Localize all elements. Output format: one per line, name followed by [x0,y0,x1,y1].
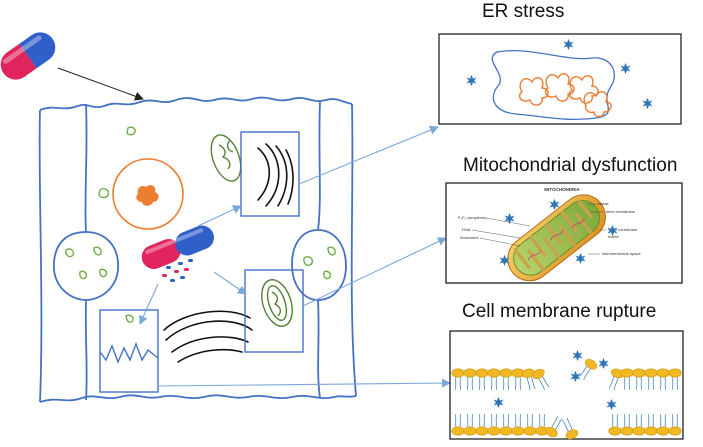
label-outer-membrane: outer membrane [608,227,638,232]
mito-zoom-box [244,269,304,353]
drug-capsule-inner [141,225,214,282]
mitochondrion-zoom [261,279,293,327]
label-cristae: cristae [597,201,610,206]
er-curves-cell [257,143,294,207]
drug-arrows [139,205,247,325]
er-stress-panel [438,33,682,125]
er-lumen [491,50,615,120]
label-inner-membrane: inner membrane [606,209,636,214]
ruptured-membrane-edge [99,342,159,364]
membrane-zoom-box [99,309,159,393]
membrane-title: Cell membrane rupture [462,301,657,322]
mito-title: Mitochondrial dysfunction [463,155,678,176]
membrane-panel [449,330,684,440]
er-curves-lower [163,310,253,363]
drug-particle-icon [162,258,193,282]
capsule-icon [0,32,56,80]
cell-outline [38,96,357,403]
label-matrix: matrix [608,234,619,239]
er-zoom-box [240,131,300,217]
vesicles [65,126,336,323]
mitochondrion-illustration [507,194,606,282]
mito-inset-title: MITOCHONDRIA [544,187,580,192]
mitochondrion-top [210,134,242,182]
panel-arrows [157,125,451,388]
label-intermembrane: intermembrane space [602,251,641,256]
label-atp: F₀F₁ complexes [458,215,486,220]
label-dna: DNA [462,227,471,232]
er-stress-title: ER stress [482,1,565,22]
nucleus [112,158,184,230]
label-ribosomes: ribosomes [460,235,478,240]
uptake-arrow [57,67,144,101]
unfolded-proteins [518,73,612,118]
mito-labels: cristae inner membrane outer membrane ma… [458,201,641,256]
